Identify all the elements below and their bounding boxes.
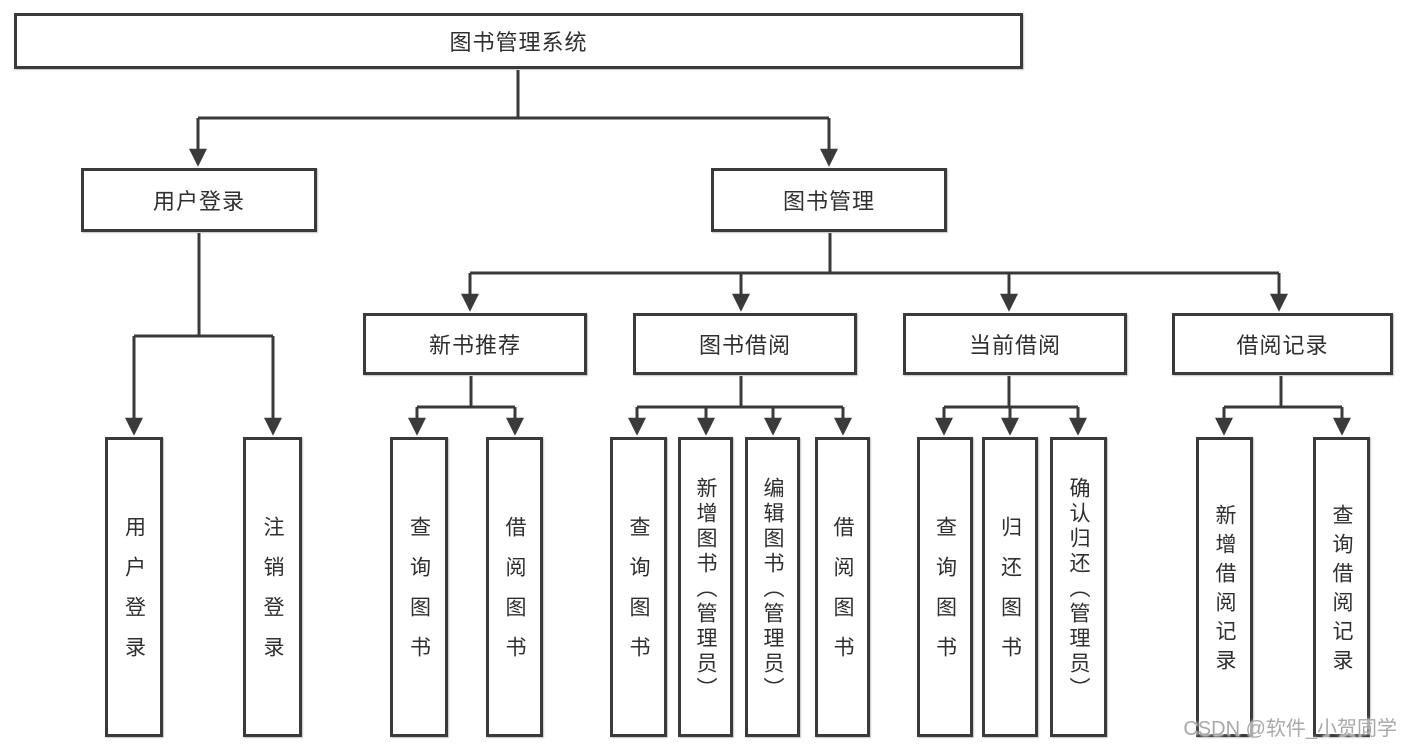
- leaf-return-books: 归还图书: [982, 437, 1038, 737]
- leaf-label: 归还图书: [998, 516, 1022, 676]
- leaf-borrow-books-1: 借阅图书: [486, 437, 543, 737]
- leaf-user-login: 用户登录: [105, 437, 163, 737]
- connector-record-children: [1215, 376, 1351, 436]
- connector-current-children: [935, 376, 1087, 436]
- node-label: 当前借阅: [968, 333, 1061, 358]
- node-label: 图书管理系统: [449, 30, 588, 55]
- leaf-add-borrow-record: 新增借阅记录: [1196, 437, 1253, 737]
- leaf-label: 新增图书（管理员）: [694, 476, 717, 702]
- leaf-label: 借阅图书: [831, 516, 854, 676]
- node-root-library-system: 图书管理系统: [14, 13, 1023, 69]
- leaf-confirm-return-admin: 确认归还（管理员）: [1050, 437, 1107, 737]
- leaf-label: 查询图书: [407, 516, 431, 676]
- node-new-book-recommend: 新书推荐: [363, 313, 587, 375]
- leaf-query-borrow-record: 查询借阅记录: [1313, 437, 1370, 737]
- connector-bookmgmt-children: [461, 233, 1288, 312]
- connector-root-to-level2: [189, 70, 838, 167]
- leaf-label: 查询图书: [627, 516, 650, 676]
- node-label: 图书借阅: [698, 333, 791, 358]
- leaf-label: 新增借阅记录: [1213, 504, 1236, 678]
- connector-newbook-children: [408, 376, 524, 436]
- leaf-logout: 注销登录: [243, 437, 302, 737]
- leaf-label: 借阅图书: [503, 516, 526, 676]
- node-borrow-records: 借阅记录: [1172, 313, 1393, 375]
- node-label: 新书推荐: [428, 333, 521, 358]
- leaf-label: 确认归还（管理员）: [1067, 476, 1090, 702]
- connector-login-children: [125, 233, 282, 436]
- leaf-label: 查询图书: [933, 516, 957, 676]
- leaf-label: 注销登录: [261, 516, 284, 676]
- leaf-query-books-1: 查询图书: [390, 437, 448, 737]
- leaf-query-books-3: 查询图书: [917, 437, 973, 737]
- leaf-label: 用户登录: [122, 516, 146, 676]
- node-label: 用户登录: [152, 189, 245, 214]
- node-book-borrowing: 图书借阅: [633, 313, 857, 375]
- leaf-edit-book-admin: 编辑图书（管理员）: [745, 437, 800, 737]
- node-user-login: 用户登录: [81, 168, 317, 232]
- connector-borrow-children: [628, 376, 852, 436]
- leaf-label: 编辑图书（管理员）: [761, 476, 784, 702]
- leaf-label: 查询借阅记录: [1330, 504, 1353, 678]
- leaf-add-book-admin: 新增图书（管理员）: [678, 437, 733, 737]
- node-label: 图书管理: [782, 189, 875, 214]
- node-current-borrowing: 当前借阅: [903, 313, 1127, 375]
- leaf-query-books-2: 查询图书: [610, 437, 667, 737]
- csdn-watermark: CSDN @软件_小贺同学: [1183, 718, 1397, 740]
- node-label: 借阅记录: [1236, 333, 1329, 358]
- leaf-borrow-books-2: 借阅图书: [815, 437, 870, 737]
- node-book-management: 图书管理: [711, 168, 947, 232]
